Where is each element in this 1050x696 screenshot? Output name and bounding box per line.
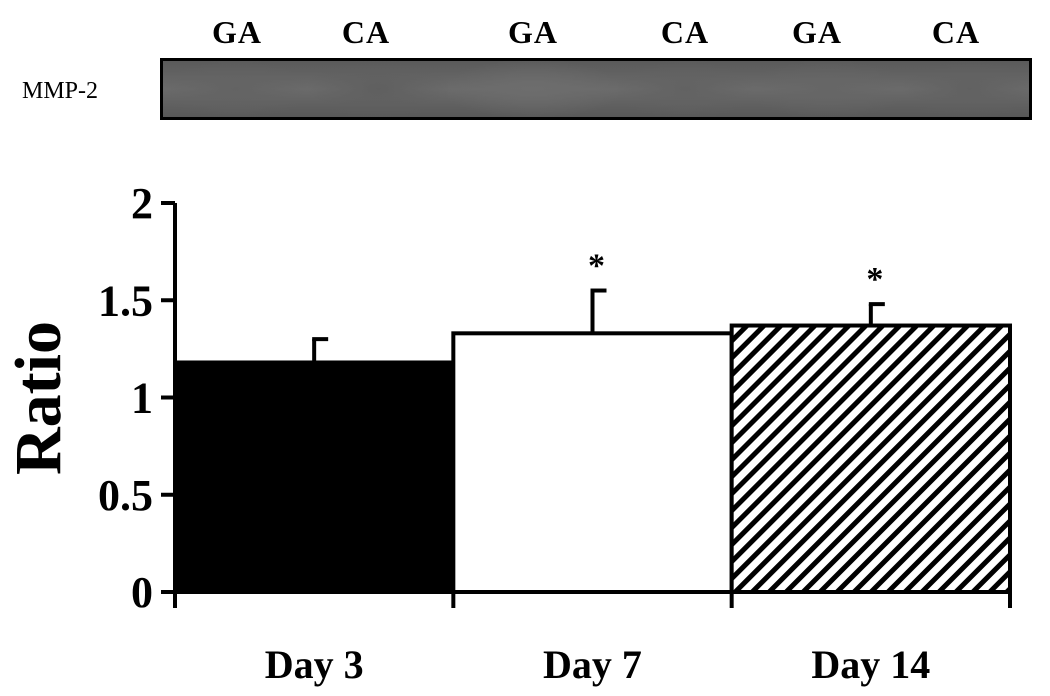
y-tick-label: 1 — [131, 374, 153, 423]
y-tick-label: 0 — [131, 568, 153, 617]
lane-label: CA — [341, 14, 391, 50]
blot-band — [448, 61, 618, 117]
y-tick-label: 1.5 — [98, 276, 153, 325]
bar — [451, 331, 734, 594]
lane-label: CA — [931, 14, 981, 50]
lane-label: GA — [212, 14, 262, 50]
x-tick-label: Day 14 — [811, 642, 930, 687]
significance-marker: * — [866, 261, 883, 298]
lane-label: CA — [660, 14, 710, 50]
bar — [173, 360, 456, 594]
blot-band — [308, 61, 448, 117]
y-tick-label: 2 — [131, 179, 153, 228]
blot-protein-label: MMP-2 — [22, 78, 99, 104]
bar — [729, 323, 1013, 594]
y-axis-label: Ratio — [2, 321, 75, 475]
lane-label: GA — [508, 14, 558, 50]
blot-band — [618, 61, 753, 117]
blot-band — [753, 61, 903, 117]
x-tick-label: Day 3 — [265, 642, 364, 687]
y-tick-label: 0.5 — [98, 471, 153, 520]
blot-band — [903, 61, 1029, 117]
western-blot-image — [160, 58, 1032, 120]
significance-marker: * — [588, 248, 605, 285]
lane-label: GA — [792, 14, 842, 50]
x-tick-label: Day 7 — [543, 642, 642, 687]
blot-band — [163, 61, 308, 117]
